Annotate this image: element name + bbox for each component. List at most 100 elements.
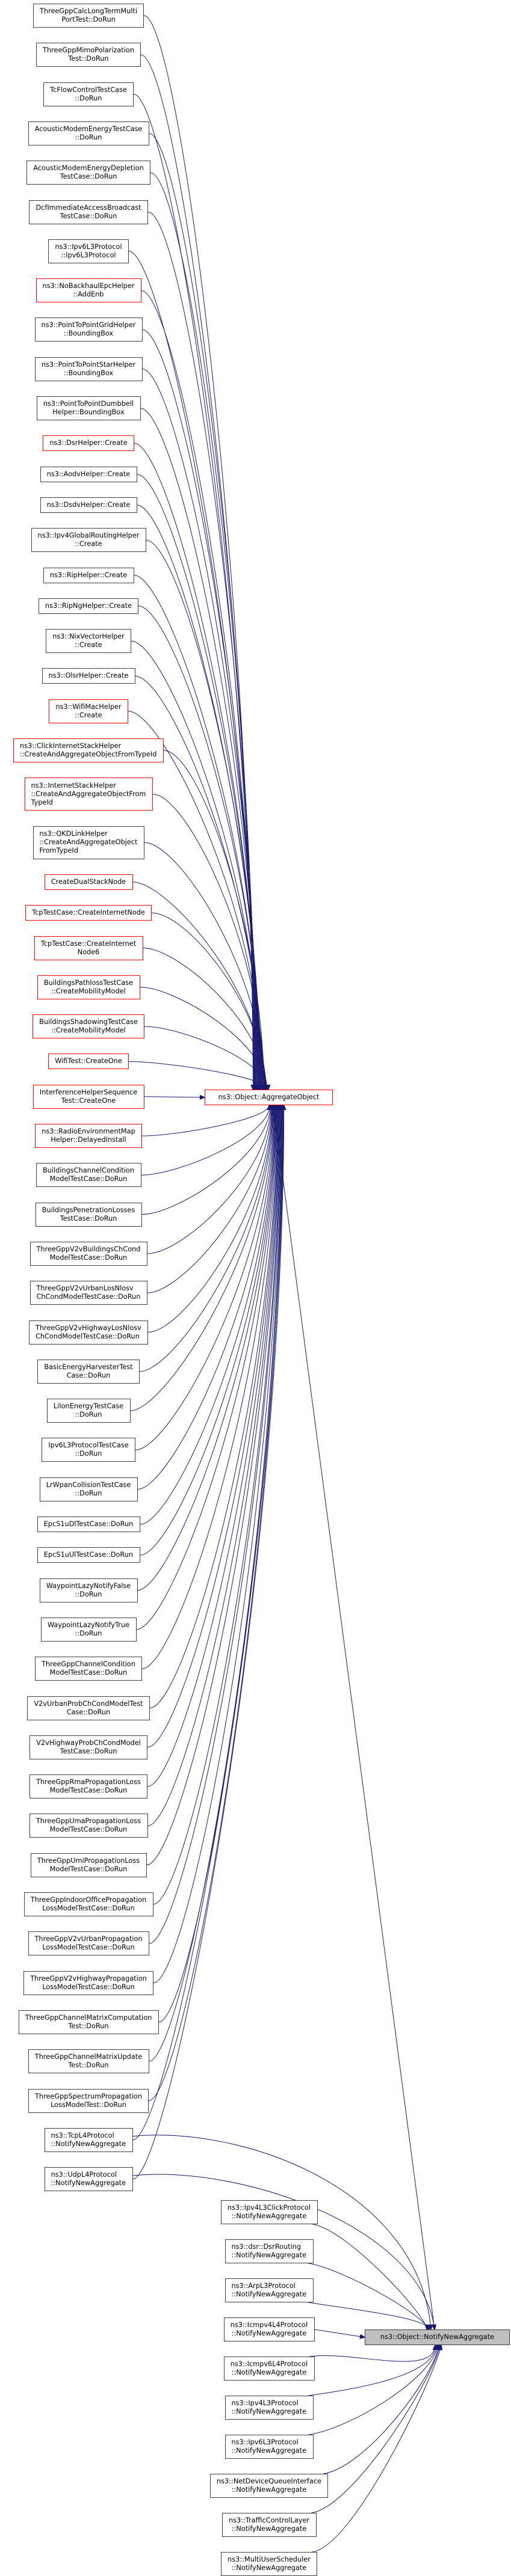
node-notify-new-aggregate: ns3::Object::NotifyNewAggregate: [365, 2329, 510, 2345]
node-label: Test::DoRun: [68, 2061, 109, 2070]
node-label: ::CreateAndAggregateObjectFrom: [31, 790, 146, 798]
node-label: ThreeGppV2vUrbanPropagation: [34, 1935, 143, 1943]
edge-to-aggregate-object: [128, 1061, 268, 1090]
caller-node[interactable]: ns3::AodvHelper::Create: [40, 466, 137, 482]
caller-node[interactable]: BuildingsPathlossTestCase::CreateMobilit…: [37, 975, 140, 999]
caller-node[interactable]: ns3::QKDLinkHelper::CreateAndAggregateOb…: [33, 826, 144, 859]
caller-node[interactable]: ns3::OlsrHelper::Create: [42, 668, 135, 684]
caller-node[interactable]: AcousticModemEnergyTestCase::DoRun: [28, 121, 149, 146]
edge-to-aggregate-object: [147, 1105, 279, 1826]
node-label: ns3::Ipv6L3Protocol: [55, 242, 122, 251]
node-aggregate-object[interactable]: ns3::Object::AggregateObject: [205, 1090, 333, 1105]
node-label: ::DoRun: [75, 1450, 102, 1458]
caller-node[interactable]: TcpTestCase::CreateInternetNode: [25, 905, 152, 921]
caller-node[interactable]: ns3::InternetStackHelper::CreateAndAggre…: [24, 777, 153, 811]
caller-node[interactable]: ns3::NoBackhaulEpcHelper::AddEnb: [36, 278, 141, 303]
caller-node[interactable]: LrWpanCollisionTestCase::DoRun: [39, 1477, 138, 1501]
edge-to-notify-new-aggregate: [308, 2345, 438, 2435]
caller-node[interactable]: BuildingsShadowingTestCase::CreateMobili…: [33, 1014, 144, 1039]
caller-node[interactable]: WaypointLazyNotifyFalse::DoRun: [39, 1578, 138, 1602]
node-label: PortTest::DoRun: [61, 16, 116, 23]
caller-node[interactable]: ns3::Ipv6L3Protocol::NotifyNewAggregate: [225, 2435, 314, 2459]
node-label: LrWpanCollisionTestCase: [46, 1480, 131, 1489]
caller-node[interactable]: WaypointLazyNotifyTrue::DoRun: [40, 1617, 137, 1642]
node-label: ::DoRun: [75, 1590, 102, 1598]
caller-node[interactable]: ns3::TcpL4Protocol::NotifyNewAggregate: [44, 2127, 133, 2152]
caller-node[interactable]: ns3::TrafficControlLayer::NotifyNewAggre…: [221, 2513, 317, 2537]
node-label: ThreeGppV2vBuildingsChCond: [36, 1245, 141, 1253]
caller-node[interactable]: ns3::WifiMacHelper::Create: [49, 699, 128, 723]
node-label: DcfImmediateAccessBroadcast: [36, 203, 141, 212]
node-label: EpcS1uDlTestCase::DoRun: [43, 1520, 134, 1528]
edge-to-aggregate-object: [146, 539, 261, 1090]
node-label: Ipv6L3ProtocolTestCase: [48, 1441, 129, 1450]
caller-node[interactable]: ns3::PointToPointGridHelper::BoundingBox: [34, 317, 143, 342]
caller-node[interactable]: ns3::Ipv4GlobalRoutingHelper::Create: [31, 528, 146, 553]
caller-node[interactable]: CreateDualStackNode: [44, 874, 133, 890]
caller-node[interactable]: ns3::Ipv6L3Protocol::Ipv6L3Protocol: [48, 239, 129, 263]
node-label: ThreeGppChannelMatrixUpdate: [34, 2053, 143, 2061]
node-label: ChCondModelTestCase::DoRun: [36, 1332, 140, 1340]
caller-node[interactable]: ns3::RipHelper::Create: [43, 567, 134, 583]
caller-node[interactable]: ns3::PointToPointStarHelper::BoundingBox: [34, 357, 143, 381]
caller-node[interactable]: ns3::Ipv4L3Protocol::NotifyNewAggregate: [225, 2396, 314, 2420]
caller-node[interactable]: ns3::Ipv4L3ClickProtocol::NotifyNewAggre…: [220, 2200, 318, 2224]
caller-node[interactable]: ns3::ArpL3Protocol::NotifyNewAggregate: [225, 2278, 314, 2302]
caller-node[interactable]: EpcS1uDlTestCase::DoRun: [37, 1516, 140, 1532]
caller-node[interactable]: ns3::RipNgHelper::Create: [39, 598, 138, 614]
caller-node[interactable]: LiIonEnergyTestCase::DoRun: [46, 1399, 131, 1423]
caller-node[interactable]: ns3::DsdvHelper::Create: [40, 497, 137, 513]
caller-node[interactable]: ns3::MultiUserScheduler::NotifyNewAggreg…: [221, 2552, 317, 2576]
caller-node[interactable]: ns3::dsr::DsrRouting::NotifyNewAggregate: [225, 2239, 314, 2263]
caller-node[interactable]: Ipv6L3ProtocolTestCase::DoRun: [42, 1438, 135, 1462]
edge-to-aggregate-object: [153, 1105, 281, 1984]
node-label: ::DoRun: [75, 1629, 102, 1637]
caller-node[interactable]: ns3::DsrHelper::Create: [43, 435, 134, 452]
node-label: ns3::DsrHelper::Create: [49, 439, 128, 447]
caller-node[interactable]: EpcS1uUlTestCase::DoRun: [37, 1547, 140, 1563]
node-label: LossModelTestCase::DoRun: [42, 1943, 135, 1952]
caller-node[interactable]: ns3::NixVectorHelper::Create: [46, 629, 131, 654]
node-label: ::Ipv6L3Protocol: [61, 251, 116, 259]
caller-node[interactable]: ns3::Icmpv6L4Protocol::NotifyNewAggregat…: [223, 2357, 315, 2381]
edge-to-notify-new-aggregate: [311, 2345, 441, 2513]
caller-node[interactable]: TcFlowControlTestCase::DoRun: [43, 82, 134, 106]
caller-node[interactable]: ns3::UdpL4Protocol::NotifyNewAggregate: [44, 2167, 133, 2192]
edge-to-aggregate-object: [147, 212, 256, 1090]
node-label: Case::DoRun: [66, 1708, 111, 1716]
node-label: ::NotifyNewAggregate: [231, 2447, 307, 2455]
caller-node[interactable]: ns3::NetDeviceQueueInterface::NotifyNewA…: [210, 2474, 328, 2498]
node-label: ns3::Object::AggregateObject: [218, 1093, 320, 1101]
caller-node[interactable]: ns3::ClickInternetStackHelper::CreateAnd…: [13, 738, 164, 762]
edge-to-notify-new-aggregate: [312, 2345, 441, 2553]
caller-node[interactable]: WifiTest::CreateOne: [48, 1053, 129, 1070]
caller-node[interactable]: ns3::Icmpv4L4Protocol::NotifyNewAggregat…: [223, 2317, 315, 2341]
